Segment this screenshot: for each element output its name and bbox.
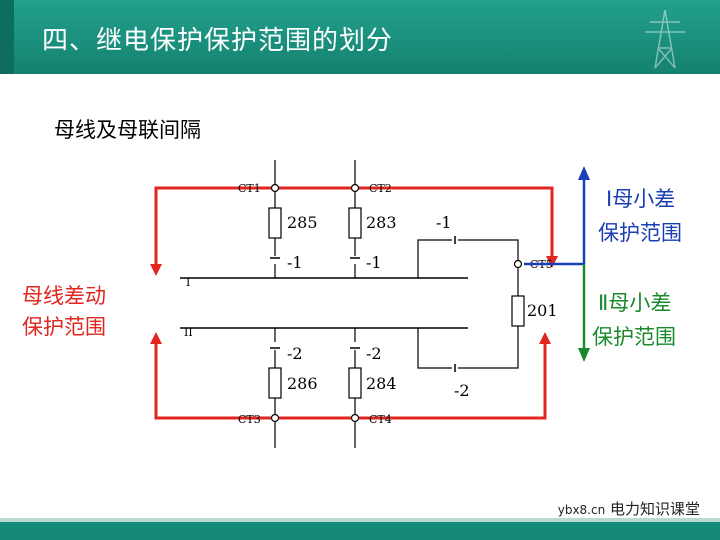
coupler-switch-label-lower: -2 [454, 381, 470, 400]
ct1-circle [270, 183, 280, 193]
red-arrow-bottom-left [150, 332, 162, 344]
red-arrow-top-left [150, 264, 162, 276]
slide-header: 四、继电保护保护范围的划分 [0, 0, 720, 74]
feeder-label-284: 284 [366, 374, 397, 393]
breaker-201 [511, 295, 525, 327]
footer-accent [0, 518, 720, 522]
switch-label-283: -1 [366, 253, 382, 272]
slide-title: 四、继电保护保护范围的划分 [42, 26, 394, 56]
zone1-label-line2: 保护范围 [598, 221, 682, 245]
coupler-breaker-label: 201 [527, 301, 558, 320]
section-subtitle: 母线及母联间隔 [54, 118, 201, 142]
switch-label-284: -2 [366, 344, 382, 363]
red-arrow-bottom-right [539, 332, 551, 344]
watermark-brand: 电力知识课堂 [609, 500, 700, 518]
ct3-circle [270, 413, 280, 423]
green-arrow-head [578, 348, 590, 362]
breaker-284 [348, 367, 362, 399]
slide-footer [0, 522, 720, 540]
power-tower-icon [645, 9, 685, 69]
breaker-285 [268, 207, 282, 239]
bus-diff-label-line1: 母线差动 [22, 284, 106, 308]
zone2-label-line1: Ⅱ母小差 [598, 291, 671, 315]
breaker-286 [268, 367, 282, 399]
ct3-label: CT3 [238, 413, 261, 426]
switch-label-286: -2 [287, 344, 303, 363]
feeder-label-285: 285 [287, 213, 318, 232]
ct2-circle [350, 183, 360, 193]
coupler-switch-label-upper: -1 [436, 213, 452, 232]
breaker-283 [348, 207, 362, 239]
watermark-site: ybx8.cn [557, 503, 606, 517]
bus-coupler-201 [417, 236, 525, 372]
header-stripe [0, 0, 14, 74]
bus-I-label: I [186, 276, 190, 289]
feeder-285-286 [268, 160, 282, 448]
feeder-label-283: 283 [366, 213, 397, 232]
ct4-circle [350, 413, 360, 423]
watermark: ybx8.cn 电力知识课堂 [558, 498, 700, 519]
zone2-label-line2: 保护范围 [592, 325, 676, 349]
blue-arrow-head [578, 166, 590, 180]
ct1-label: CT1 [238, 182, 261, 195]
switch-label-285: -1 [287, 253, 303, 272]
ct4-label: CT4 [369, 413, 392, 426]
red-arrow-top-right [546, 256, 558, 268]
zone1-label-line1: Ⅰ母小差 [606, 187, 675, 211]
bus-diff-label-line2: 保护范围 [22, 315, 106, 339]
bus-II-label: II [184, 326, 193, 339]
feeder-label-286: 286 [287, 374, 318, 393]
ct2-label: CT2 [369, 182, 392, 195]
feeder-283-284 [348, 160, 362, 448]
ct5-circle [513, 259, 523, 269]
